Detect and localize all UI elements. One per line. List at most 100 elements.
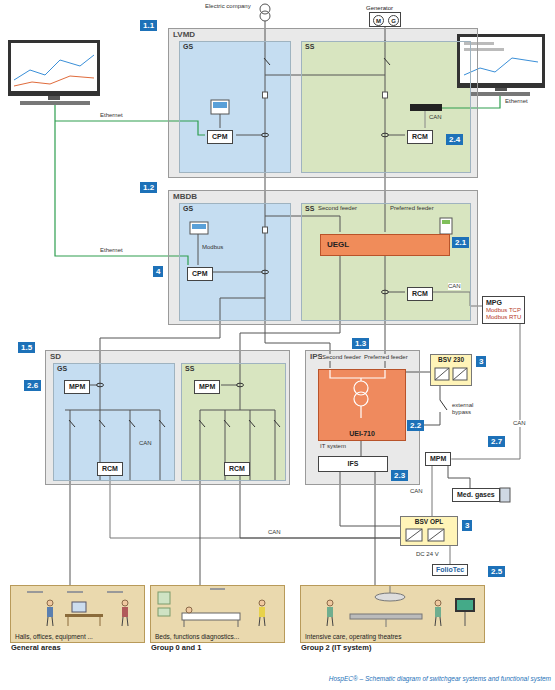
feeder-line xyxy=(200,481,201,585)
symbol xyxy=(464,48,504,51)
feeder-line xyxy=(448,466,470,488)
section-fill xyxy=(301,41,471,173)
node-text: Modbus RTU xyxy=(486,314,521,321)
wire xyxy=(387,135,405,136)
callout-number: 2.2 xyxy=(407,420,424,431)
wire xyxy=(122,617,123,626)
edge-label: CAN xyxy=(410,488,423,495)
node-text: SD xyxy=(50,352,61,361)
node-text: RCM xyxy=(412,290,428,298)
annotation: Ethernet xyxy=(100,112,123,119)
device-box: RCM xyxy=(407,287,433,301)
node-text: CPM xyxy=(192,270,208,278)
feeder-line xyxy=(385,178,386,190)
node-text: M xyxy=(376,18,381,24)
wire xyxy=(464,58,538,75)
node-text: Generator xyxy=(366,5,393,12)
section-fill xyxy=(181,363,286,481)
wire xyxy=(65,410,160,411)
section-fill xyxy=(168,28,478,178)
section-fill xyxy=(150,585,285,643)
node-text: BSV 230 xyxy=(438,356,464,363)
wire xyxy=(14,76,94,86)
node-text: Beds, functions diagnostics... xyxy=(155,633,239,640)
section-fill xyxy=(53,363,175,481)
annotation: Ethernet xyxy=(505,98,528,105)
node-text: GS xyxy=(57,365,67,373)
device-box: IFS xyxy=(318,456,388,472)
wire xyxy=(127,617,128,626)
illustration xyxy=(8,4,545,627)
node-text: MPM xyxy=(430,455,446,463)
device-box: RCM xyxy=(407,130,433,144)
node-text: MBDB xyxy=(173,192,197,201)
battery-unit: BSV 230 xyxy=(430,354,472,386)
annotation: external bypass xyxy=(452,402,494,416)
node-text: FolioTec xyxy=(436,566,464,574)
machine-circle: M xyxy=(373,15,384,26)
area-heading: Group 2 (IT system) xyxy=(301,644,371,653)
wire xyxy=(210,588,225,590)
supply-section: SSUEGLRCM xyxy=(301,203,471,321)
wire xyxy=(198,234,199,265)
symbol xyxy=(435,600,441,606)
wire xyxy=(264,617,265,626)
gateway-box: MPGModbus TCPModbus RTU xyxy=(482,296,525,324)
section-fill xyxy=(179,41,291,173)
symbol xyxy=(327,607,333,617)
wire xyxy=(360,406,361,418)
connectors xyxy=(70,27,520,585)
switchboard-panel: SDGSMPMRCMSSMPMRCM xyxy=(45,350,290,485)
battery-unit: BSV OPL xyxy=(400,516,458,546)
symbol xyxy=(158,592,170,604)
wire xyxy=(435,617,436,626)
section-fill xyxy=(10,585,145,643)
wire xyxy=(265,75,385,76)
callout-number: 2.6 xyxy=(24,380,41,391)
wire xyxy=(453,368,467,380)
area-heading: General areas xyxy=(11,644,61,653)
wire xyxy=(340,254,341,325)
symbol xyxy=(354,392,368,406)
wire xyxy=(240,350,241,410)
wire xyxy=(184,620,185,627)
device-box: CPM xyxy=(207,130,233,144)
symbol xyxy=(455,598,475,612)
symbol xyxy=(8,40,100,96)
wire xyxy=(428,529,444,541)
switchboard-panel: IPSUEI-710IFS xyxy=(305,350,420,485)
symbol xyxy=(259,607,265,617)
node-text: G xyxy=(391,18,396,24)
annotation: CAN xyxy=(429,114,442,121)
callout-number: 2.5 xyxy=(488,566,505,577)
wire xyxy=(221,385,238,386)
node-text: RCM xyxy=(102,465,118,473)
wire xyxy=(440,386,441,400)
section-fill xyxy=(45,350,290,485)
wire xyxy=(265,21,266,28)
callout-number: 3 xyxy=(476,356,486,367)
symbol xyxy=(428,529,444,541)
node-text: CPM xyxy=(212,133,228,141)
caption: HospEC® – Schematic diagram of switchgea… xyxy=(329,675,551,682)
symbol xyxy=(263,227,268,233)
symbol xyxy=(186,607,192,613)
callout-number: 1.3 xyxy=(352,338,369,349)
symbol xyxy=(47,600,53,606)
wire xyxy=(238,620,239,627)
wire xyxy=(406,529,422,541)
area-panel: Halls, offices, equipment ...General are… xyxy=(10,585,145,643)
supply-section: SSMPMRCM xyxy=(181,363,286,481)
edge-label: CAN xyxy=(268,529,281,536)
wire xyxy=(265,28,266,178)
wire xyxy=(100,350,101,410)
symbol xyxy=(263,92,268,98)
symbol xyxy=(435,607,441,617)
symbol xyxy=(259,600,265,606)
symbol xyxy=(495,88,507,91)
symbol xyxy=(182,613,240,620)
bus-line xyxy=(432,466,433,516)
feeder-line xyxy=(265,325,330,350)
wire xyxy=(390,586,391,593)
wire xyxy=(47,617,48,626)
